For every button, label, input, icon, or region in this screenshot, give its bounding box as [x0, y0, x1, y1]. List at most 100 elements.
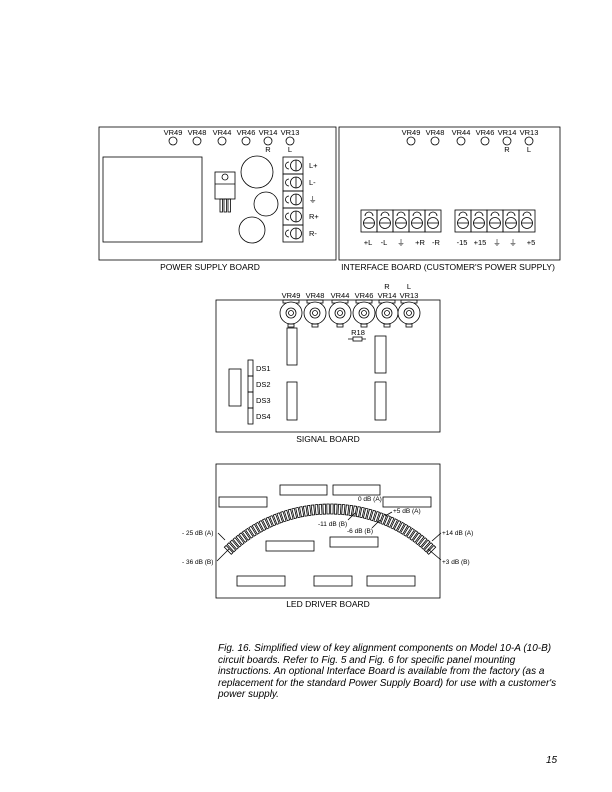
trimmer-pot-vr46[interactable] — [480, 136, 490, 146]
led-segment — [412, 532, 422, 543]
pot-label: VR44 — [213, 128, 232, 137]
pot-screw-center — [406, 310, 412, 316]
trimmer-pot-vr13[interactable] — [397, 301, 421, 325]
caption-line: power supply. — [218, 689, 279, 701]
terminal-label: R- — [309, 229, 317, 238]
pot-screw-center — [337, 310, 343, 316]
trimmer-pot-vr13[interactable] — [524, 136, 534, 146]
pot-label: VR14 — [259, 128, 278, 137]
led-segment — [251, 523, 260, 535]
ic-chip — [329, 536, 379, 548]
ic-chip — [332, 484, 381, 496]
capacitor — [253, 191, 279, 217]
trimmer-pot-vr46[interactable] — [241, 136, 251, 146]
screw-terminal[interactable] — [518, 209, 536, 233]
ic-chip — [382, 496, 432, 508]
figure-caption: Fig. 16. Simplified view of key alignmen… — [218, 643, 568, 701]
terminal-label: ⏚ — [397, 238, 405, 247]
trimmer-pot-vr14[interactable] — [375, 301, 399, 325]
pot-label: VR49 — [164, 128, 183, 137]
marker-minus6db-b: -6 dB (B) — [347, 528, 373, 535]
trimmer-pot-vr14[interactable] — [502, 136, 512, 146]
led-segment — [314, 504, 319, 516]
screw-terminal[interactable] — [282, 207, 304, 226]
terminal-label: R+ — [309, 212, 319, 221]
ic-chip — [366, 575, 416, 587]
screw-terminal[interactable] — [282, 173, 304, 192]
trimmer-pot-vr48[interactable] — [192, 136, 202, 146]
trimmer-pot-vr48[interactable] — [430, 136, 440, 146]
board-outline — [215, 463, 441, 599]
led-segment — [310, 504, 316, 516]
led-segment — [287, 508, 294, 521]
pot-label: VR48 — [306, 291, 325, 300]
trimmer-pot-vr13[interactable] — [285, 136, 295, 146]
screw-terminal[interactable] — [282, 190, 304, 209]
transformer — [102, 156, 203, 243]
pot-adjust-screw-icon — [358, 307, 370, 319]
led-meter-arc — [223, 503, 437, 555]
led-segment — [283, 509, 291, 522]
led-segment — [299, 506, 305, 518]
led-segment — [318, 503, 323, 515]
pot-tab — [360, 323, 368, 328]
trimmer-pot-vr49[interactable] — [168, 136, 178, 146]
trimmer-pot-vr49[interactable] — [406, 136, 416, 146]
pot-adjust-screw-icon — [309, 307, 321, 319]
pot-label: VR46 — [237, 128, 256, 137]
led-label: DS1 — [256, 364, 271, 373]
led-driver-board: 0 dB (A) +5 dB (A) -11 dB (B) -6 dB (B) … — [182, 463, 473, 609]
terminal-label: +5 — [527, 238, 536, 247]
trimmer-pot-vr44[interactable] — [328, 301, 352, 325]
pot-screw-center — [288, 310, 294, 316]
led-segment — [295, 506, 301, 519]
led-segment — [393, 520, 402, 532]
pot-label: VR46 — [355, 291, 374, 300]
pot-label: VR46 — [476, 128, 495, 137]
terminal-label: ⏚ — [509, 238, 517, 247]
ic-chip — [286, 381, 298, 421]
ic-chip — [279, 484, 328, 496]
led-segment — [265, 516, 273, 528]
led-segment — [383, 515, 391, 527]
pot-tab — [383, 323, 391, 328]
led-segment — [276, 512, 284, 524]
terminal-label: +15 — [474, 238, 487, 247]
trimmer-pot-vr44[interactable] — [217, 136, 227, 146]
channel-mark: R — [265, 145, 271, 154]
pot-tab — [311, 323, 319, 328]
led-segment — [373, 511, 380, 523]
trimmer-pot-vr49[interactable] — [279, 301, 303, 325]
screw-terminal[interactable] — [282, 156, 304, 175]
led-ds4 — [247, 407, 254, 425]
pot-screw-center — [384, 310, 390, 316]
led-segment — [366, 508, 373, 521]
board-outline — [215, 299, 441, 433]
screw-terminal[interactable] — [424, 209, 442, 233]
led-segment — [352, 505, 358, 517]
page-number: 15 — [546, 755, 558, 766]
caption-line: instructions. An optional Interface Boar… — [218, 666, 545, 678]
pot-label: VR13 — [281, 128, 300, 137]
pot-screw-center — [361, 310, 367, 316]
ic-chip — [374, 335, 387, 374]
trimmer-pot-vr14[interactable] — [263, 136, 273, 146]
led-segment — [238, 532, 248, 543]
led-driver-board-title: LED DRIVER BOARD — [286, 599, 370, 609]
ic-chip — [313, 575, 353, 587]
trimmer-pot-vr46[interactable] — [352, 301, 376, 325]
marker-minus11db-b: -11 dB (B) — [318, 521, 347, 528]
led-segment — [235, 534, 245, 546]
pot-label: VR44 — [331, 291, 350, 300]
pot-label: VR48 — [188, 128, 207, 137]
terminal-label: +R — [415, 238, 425, 247]
led-segment — [423, 542, 434, 553]
led-segment — [226, 542, 237, 553]
marker-minus36db-b: - 36 dB (B) — [182, 559, 213, 566]
trimmer-pot-vr48[interactable] — [303, 301, 327, 325]
trimmer-pot-vr44[interactable] — [456, 136, 466, 146]
board-outline — [338, 126, 561, 261]
led-segment — [232, 537, 242, 548]
pot-label: VR44 — [452, 128, 471, 137]
screw-terminal[interactable] — [282, 224, 304, 243]
